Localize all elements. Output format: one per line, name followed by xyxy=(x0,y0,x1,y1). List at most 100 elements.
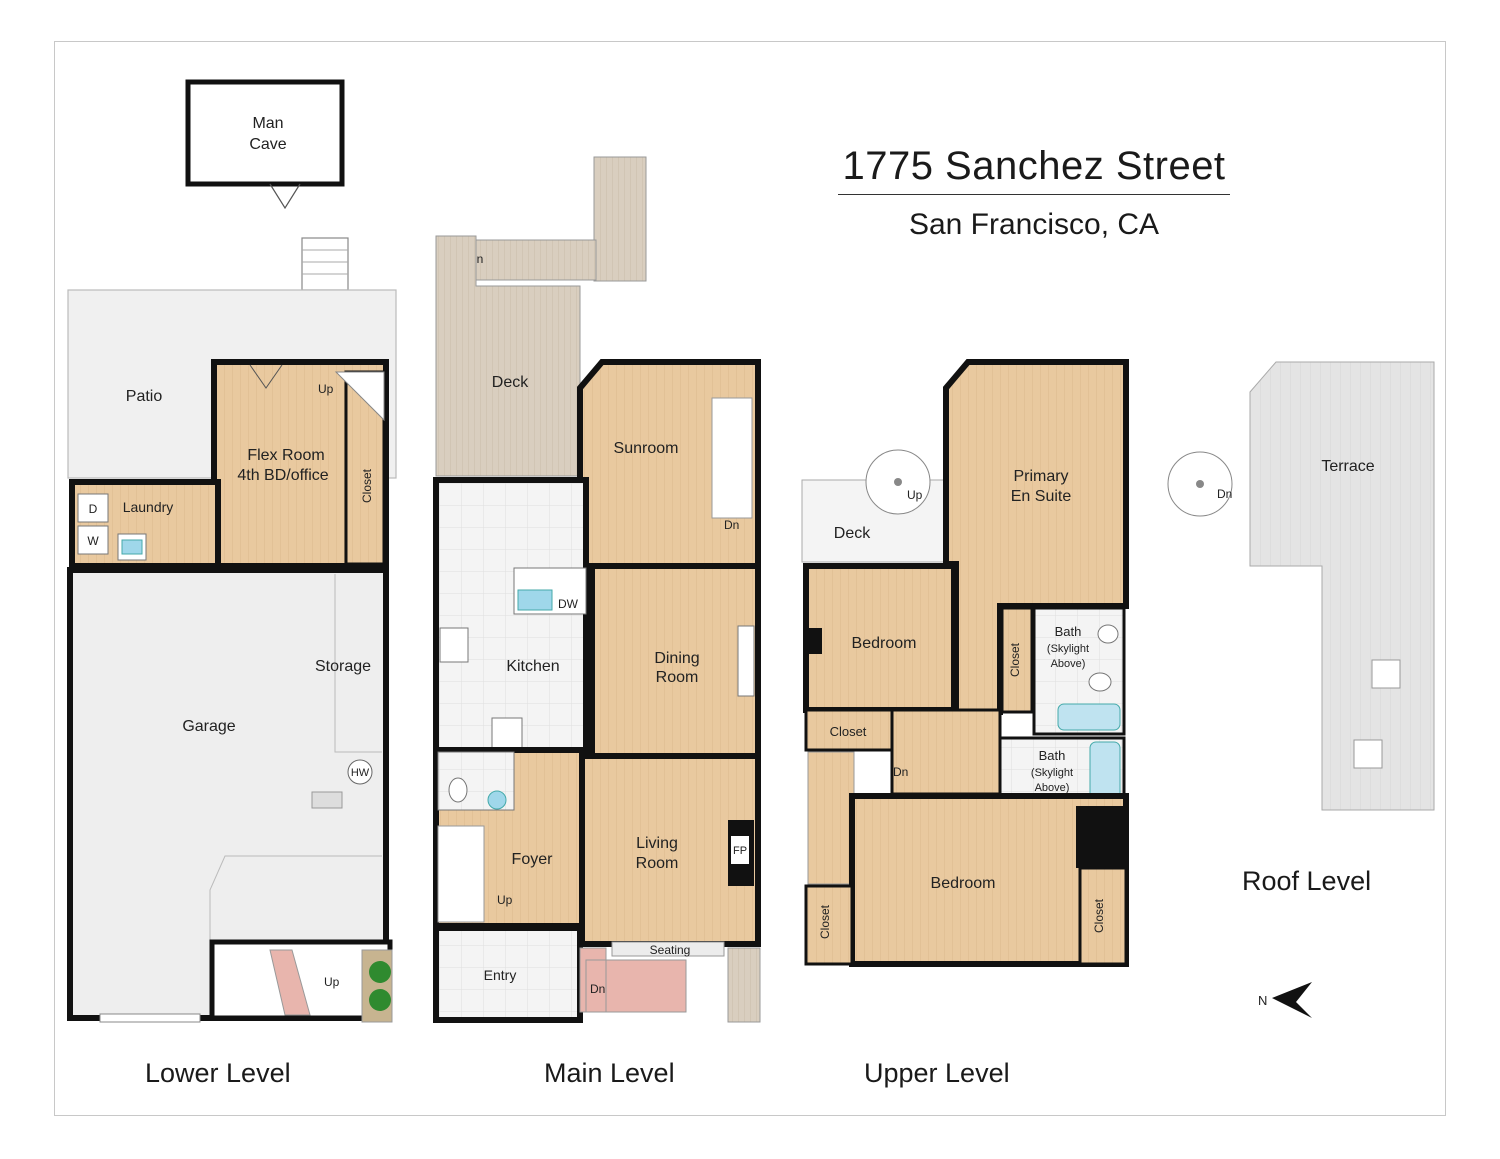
bath-1-label-a: Bath xyxy=(1055,624,1082,639)
bedroom-1-label: Bedroom xyxy=(852,635,917,652)
sunroom-label: Sunroom xyxy=(614,440,679,457)
fireplace-label-box xyxy=(731,836,749,864)
roof-skylight-icon xyxy=(1353,739,1383,769)
sunroom-stair xyxy=(711,397,753,519)
kitchen-label: Kitchen xyxy=(506,658,559,675)
property-address-title: 1775 Sanchez Street xyxy=(842,144,1226,188)
seating-label: Seating xyxy=(650,943,691,957)
flex-room-label-2: 4th BD/office xyxy=(237,467,328,484)
flex-room-closet xyxy=(344,370,386,566)
bedroom-1-closet-label: Closet xyxy=(830,724,867,739)
main-deck xyxy=(435,235,581,477)
dryer-label: D xyxy=(89,502,98,516)
washer-unit xyxy=(77,525,109,555)
planter-box xyxy=(361,949,393,1023)
roof-spiral-dn-label: Dn xyxy=(1217,487,1232,501)
entry-label: Entry xyxy=(484,967,517,983)
storage-label: Storage xyxy=(315,658,371,675)
living-room-label-1: Living xyxy=(636,835,678,852)
north-arrow-icon xyxy=(1272,982,1312,1018)
lower-exterior-stair xyxy=(269,949,311,1016)
man-cave-label-2: Cave xyxy=(249,136,286,153)
upper-stair-dn-label: Dn xyxy=(893,765,908,779)
flex-room-label-1: Flex Room xyxy=(247,447,324,464)
dining-room xyxy=(589,563,761,759)
upper-hall xyxy=(890,708,1002,796)
title-underline xyxy=(838,194,1230,195)
powder-sink-icon xyxy=(487,790,507,810)
bedroom-2-chimney xyxy=(1076,806,1126,868)
laundry-label: Laundry xyxy=(123,499,174,515)
bedroom-2-label: Bedroom xyxy=(931,875,996,892)
upper-level-label: Upper Level xyxy=(864,1058,1010,1088)
main-side-planter xyxy=(727,947,761,1023)
man-cave-room xyxy=(185,79,345,187)
lower-level-plan: Man Cave Dn Patio Up Flex Room 4th BD/of… xyxy=(67,79,397,1023)
lower-level-label: Lower Level xyxy=(145,1058,291,1088)
spiral-stair-roof-center xyxy=(1196,480,1204,488)
laundry-sink-basin-icon xyxy=(121,539,143,555)
bath-1-label-b: (Skylight xyxy=(1047,643,1089,655)
flex-stair xyxy=(334,371,385,422)
entry-stair-dn-label: Dn xyxy=(590,982,605,996)
storage-partition xyxy=(334,574,382,753)
main-level-label: Main Level xyxy=(544,1058,675,1088)
dining-built-in xyxy=(737,625,755,697)
dining-room-label-2: Room xyxy=(656,669,699,686)
primary-closet-label: Closet xyxy=(1008,642,1022,677)
stove-icon xyxy=(439,627,469,663)
north-compass: N xyxy=(1258,982,1312,1018)
roof-level-label: Roof Level xyxy=(1242,866,1372,896)
shrub-icon xyxy=(369,961,391,983)
patio-exterior-stair xyxy=(301,237,349,291)
kitchen-sink-icon xyxy=(517,589,553,611)
kitchen xyxy=(433,477,589,753)
garage-door xyxy=(99,1013,201,1023)
entry-exterior-stair xyxy=(579,947,687,1013)
bedroom-2-closet-left xyxy=(804,884,854,966)
window-seating xyxy=(611,941,725,957)
fireplace-label: FP xyxy=(733,845,747,857)
bedroom-1 xyxy=(803,563,957,713)
garage-partition xyxy=(209,855,382,940)
upper-stair xyxy=(807,751,855,885)
terrace-label: Terrace xyxy=(1321,458,1374,475)
upper-deck-label: Deck xyxy=(834,525,871,542)
washer-label: W xyxy=(87,534,99,548)
dining-room-label-1: Dining xyxy=(654,650,699,667)
primary-bath-tub-icon xyxy=(1057,703,1121,731)
garage-fixture xyxy=(311,791,343,809)
bath-1-label-c: Above) xyxy=(1051,658,1086,670)
roof-terrace xyxy=(1249,361,1435,811)
water-heater-icon xyxy=(347,759,373,785)
fridge-icon xyxy=(491,717,523,749)
living-room-label-2: Room xyxy=(636,855,679,872)
patio-label: Patio xyxy=(126,388,163,405)
flex-closet-label: Closet xyxy=(360,468,374,503)
man-cave-label-1: Man xyxy=(252,115,283,132)
upper-level-plan: Up Deck Primary En Suite Closet Bath (Sk… xyxy=(801,359,1129,967)
sunroom-stair-dn-label: Dn xyxy=(724,518,739,532)
garage-label: Garage xyxy=(182,718,235,735)
roof-skylight-icon xyxy=(1371,659,1401,689)
bedroom-1-fireplace xyxy=(806,628,822,654)
property-city-subtitle: San Francisco, CA xyxy=(908,208,1160,241)
spiral-stair-upper-center xyxy=(894,478,902,486)
lower-stair-up-label: Up xyxy=(324,975,340,989)
powder-toilet-icon xyxy=(448,777,468,803)
shrub-icon xyxy=(369,989,391,1011)
foyer-stair xyxy=(437,825,485,923)
bedroom-2-closet-left-label: Closet xyxy=(818,904,832,939)
primary-suite-label-2: En Suite xyxy=(1011,488,1072,505)
water-heater-label: HW xyxy=(351,767,370,779)
bath-2-label-a: Bath xyxy=(1039,748,1066,763)
primary-closet xyxy=(1000,606,1034,714)
deck-stair-upper xyxy=(593,156,647,282)
bedroom-2-closet-right xyxy=(1078,866,1128,966)
primary-suite-label-1: Primary xyxy=(1013,468,1068,485)
bath-2-label-c: Above) xyxy=(1035,782,1070,794)
main-level-plan: Dn Deck Sunroom Dn DW Kitchen Dining Roo… xyxy=(433,156,761,1023)
roof-level-plan: Dn Terrace xyxy=(1167,361,1435,811)
dishwasher-label: DW xyxy=(558,597,579,611)
